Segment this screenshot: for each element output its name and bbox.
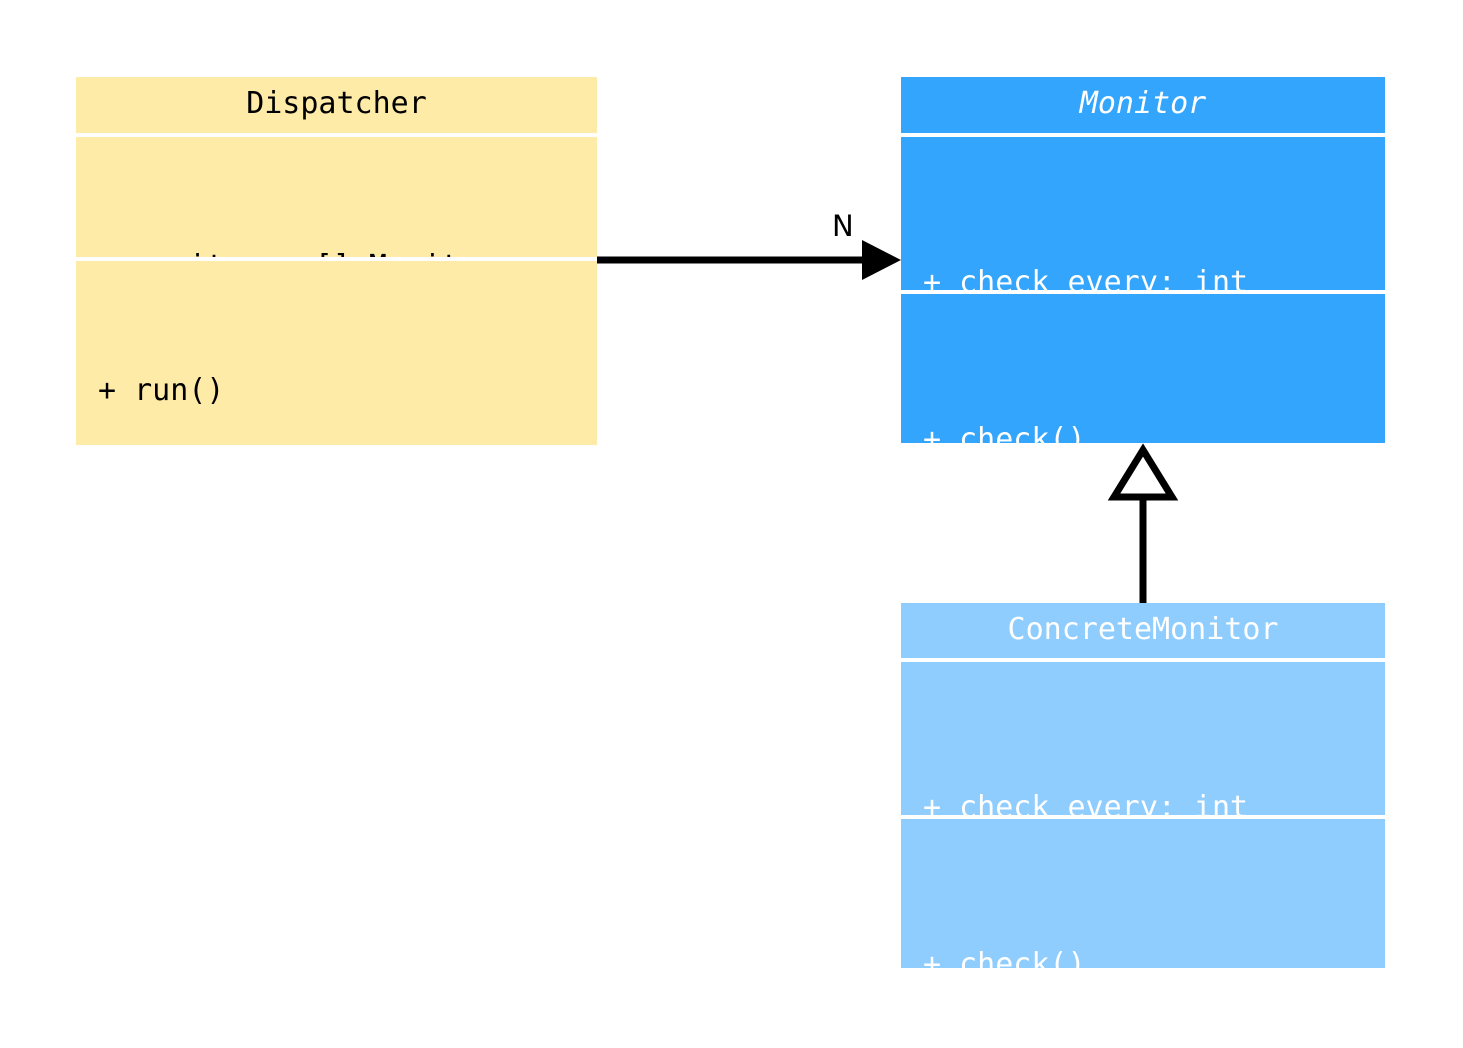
attribute-item: + monitors: [] Monitor <box>98 249 597 257</box>
attribute-list: + check_every: int <box>923 720 1385 815</box>
methods-compartment: + run() + start() + stop() <box>76 261 597 445</box>
uml-class-concretemonitor[interactable]: ConcreteMonitor + check_every: int + che… <box>901 603 1385 968</box>
methods-compartment: + check() <box>901 294 1385 443</box>
attributes-compartment: + check_every: int <box>901 662 1385 815</box>
attribute-list: + check_every: int <box>923 195 1385 290</box>
attribute-item: + check_every: int <box>923 265 1249 290</box>
hollow-triangle-arrowhead-icon <box>1107 443 1179 501</box>
uml-class-dispatcher[interactable]: Dispatcher + monitors: [] Monitor + run(… <box>76 77 597 445</box>
attributes-compartment: + monitors: [] Monitor <box>76 137 597 257</box>
class-name-compartment: ConcreteMonitor <box>901 603 1385 658</box>
method-list: + run() + start() + stop() <box>98 303 597 445</box>
methods-compartment: + check() <box>901 819 1385 968</box>
attribute-item: + check_every: int <box>923 790 1249 815</box>
attribute-list: + monitors: [] Monitor <box>98 179 597 257</box>
method-item: + check() <box>923 422 1086 443</box>
method-list: + check() <box>923 352 1385 443</box>
method-item: + run() <box>98 373 225 409</box>
class-title-concretemonitor: ConcreteMonitor <box>1007 612 1279 647</box>
method-list: + check() <box>923 877 1385 968</box>
filled-arrowhead-icon <box>862 240 901 280</box>
generalization-concretemonitor-monitor <box>1107 443 1179 603</box>
attributes-compartment: + check_every: int <box>901 137 1385 290</box>
class-title-dispatcher: Dispatcher <box>246 86 427 121</box>
class-title-monitor: Monitor <box>1079 86 1207 121</box>
method-item: + check() <box>923 947 1086 968</box>
multiplicity-label-n: N <box>832 209 854 243</box>
class-name-compartment: Dispatcher <box>76 77 597 133</box>
class-name-compartment: Monitor <box>901 77 1385 133</box>
uml-class-monitor[interactable]: Monitor + check_every: int + check() <box>901 77 1385 443</box>
association-dispatcher-monitor <box>597 240 901 280</box>
